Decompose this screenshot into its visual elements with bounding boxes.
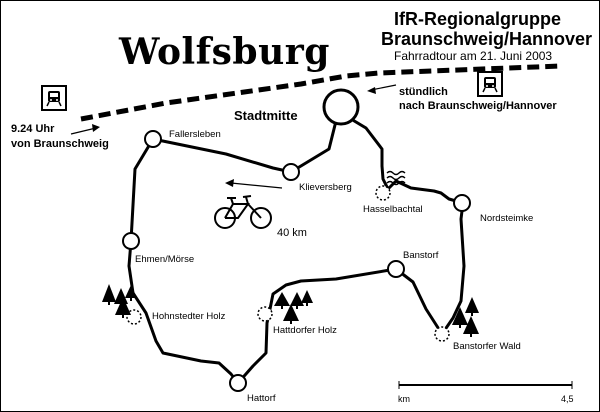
label-banstorfer-wald: Banstorfer Wald [453,341,521,352]
departure-arrow [367,84,397,94]
city-center-label: Stadtmitte [234,108,298,123]
organizer-line-2: Braunschweig/Hannover [381,29,593,49]
bicycle-icon [214,195,272,229]
scale-max: 4,5 [561,394,574,404]
city-center-marker [322,88,360,126]
stop-hasselbachtal [375,185,391,201]
stop-fallersleben [144,130,162,148]
train-station-icon [477,71,503,97]
label-klieversberg: Klieversberg [299,182,352,193]
stop-nordsteimke [453,194,471,212]
tree-icon [274,290,313,324]
tree-icon [102,284,137,318]
stop-banstorfer-wald [434,326,450,342]
label-hattdorfer-holz: Hattdorfer Holz [273,325,337,336]
bike-route [127,108,466,385]
label-fallersleben: Fallersleben [169,129,221,140]
label-banstorf: Banstorf [403,250,439,261]
arrival-time: 9.24 Uhr [11,123,55,135]
stop-banstorf [387,260,405,278]
arrival-origin: von Braunschweig [11,138,109,150]
label-hohnstedter-holz: Hohnstedter Holz [152,311,226,322]
route-distance: 40 km [277,227,307,239]
label-hasselbachtal: Hasselbachtal [363,204,423,215]
tour-date: Fahrradtour am 21. Juni 2003 [394,49,553,63]
railway-line [80,63,562,122]
stop-hohnstedter-holz [126,309,142,325]
arrival-arrow [70,124,100,135]
map-title: Wolfsburg [119,31,330,73]
stop-klieversberg [282,163,300,181]
label-nordsteimke: Nordsteimke [480,213,534,224]
departure-frequency: stündlich [399,86,448,98]
train-station-icon [41,85,67,111]
stop-ehmen [122,232,140,250]
water-waves-icon [386,170,406,186]
departure-destination: nach Braunschweig/Hannover [399,100,557,112]
label-ehmen: Ehmen/Mörse [135,254,195,265]
tree-icon [452,297,479,337]
scale-bar [398,381,573,389]
stop-hattorf [229,374,247,392]
organizer-line-1: IfR-Regionalgruppe [394,9,561,29]
label-hattorf: Hattorf [247,393,276,404]
direction-arrow [225,179,283,189]
scale-unit: km [398,394,410,404]
stop-hattdorfer-holz [257,306,273,322]
